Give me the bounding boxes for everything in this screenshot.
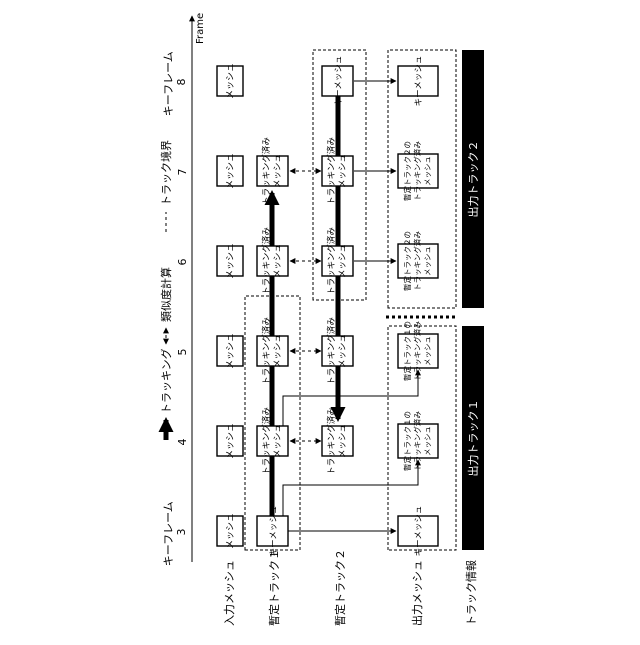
output-provisional-f7: 暫定トラック２のトラッキング済みメッシュ (398, 141, 438, 201)
row-label-provisional-track-2: 暫定トラック２ (333, 549, 347, 626)
frame-number-4: 4 (176, 439, 189, 446)
frame-axis-label: Frame (195, 13, 206, 44)
provisional-mesh-label: 暫定トラック２のトラッキング済みメッシュ (402, 141, 432, 201)
output-provisional-f6: 暫定トラック２のトラッキング済みメッシュ (398, 231, 438, 291)
input-mesh-f3: メッシュ (217, 513, 243, 549)
output-provisional-f5: 暫定トラック１のトラッキング済みメッシュ (398, 321, 438, 381)
row-label-output-mesh: 出力メッシュ (410, 560, 424, 626)
input-mesh-f8: メッシュ (217, 63, 243, 99)
output-track-1-label: 出力トラック１ (466, 400, 480, 477)
keymesh-label: キーメッシュ (414, 506, 424, 557)
legend-boundary-label: トラック境界 (159, 140, 173, 206)
legend-similarity-label: 類似度計算 (159, 267, 173, 322)
row-label-provisional-track-1: 暫定トラック１ (267, 549, 281, 626)
provisional-mesh-label: 暫定トラック１のトラッキング済みメッシュ (402, 321, 432, 381)
frame-number-6: 6 (176, 259, 189, 266)
output-link-f5 (283, 370, 418, 426)
frame-number-5: 5 (176, 349, 189, 356)
row-label-input-mesh: 入力メッシュ (223, 560, 236, 626)
input-mesh-f4: メッシュ (217, 423, 243, 459)
output-provisional-f4: 暫定トラック１のトラッキング済みメッシュ (398, 411, 438, 471)
keyframe-label-8-line2: 8 (175, 79, 188, 86)
keyframe-label-8-line1: キーフレーム (162, 51, 175, 116)
keymesh-label: キーメッシュ (334, 56, 344, 107)
input-mesh-f7: メッシュ (217, 153, 243, 189)
legend-tracking-label: トラッキング (159, 348, 173, 414)
input-mesh-f6: メッシュ (217, 243, 243, 279)
input-mesh-label: メッシュ (226, 423, 236, 459)
frame-number-7: 7 (176, 169, 189, 176)
output-link-f4 (283, 460, 418, 516)
row-label-track-info: トラック情報 (465, 560, 478, 626)
input-mesh-label: メッシュ (226, 243, 236, 279)
provisional-mesh-label: 暫定トラック１のトラッキング済みメッシュ (402, 411, 432, 471)
provisional-track-2-keymesh: キーメッシュ (322, 56, 353, 107)
output-keymesh-f3: キーメッシュ (398, 506, 438, 557)
keyframe-label-3-line1: キーフレーム (162, 501, 175, 566)
output-keymesh-f8: キーメッシュ (398, 56, 438, 107)
keyframe-label-3-line2: 3 (175, 529, 188, 536)
input-mesh-f5: メッシュ (217, 333, 243, 369)
input-mesh-label: メッシュ (226, 153, 236, 189)
input-mesh-label: メッシュ (226, 513, 236, 549)
input-mesh-label: メッシュ (226, 63, 236, 99)
provisional-mesh-label: 暫定トラック２のトラッキング済みメッシュ (402, 231, 432, 291)
keyframe-label-3: キーフレーム 3 (162, 498, 188, 567)
input-mesh-label: メッシュ (226, 333, 236, 369)
keyframe-label-8: キーフレーム 8 (162, 48, 188, 117)
keymesh-label: キーメッシュ (269, 506, 279, 557)
keymesh-label: キーメッシュ (414, 56, 424, 107)
output-track-2-label: 出力トラック２ (466, 141, 480, 218)
